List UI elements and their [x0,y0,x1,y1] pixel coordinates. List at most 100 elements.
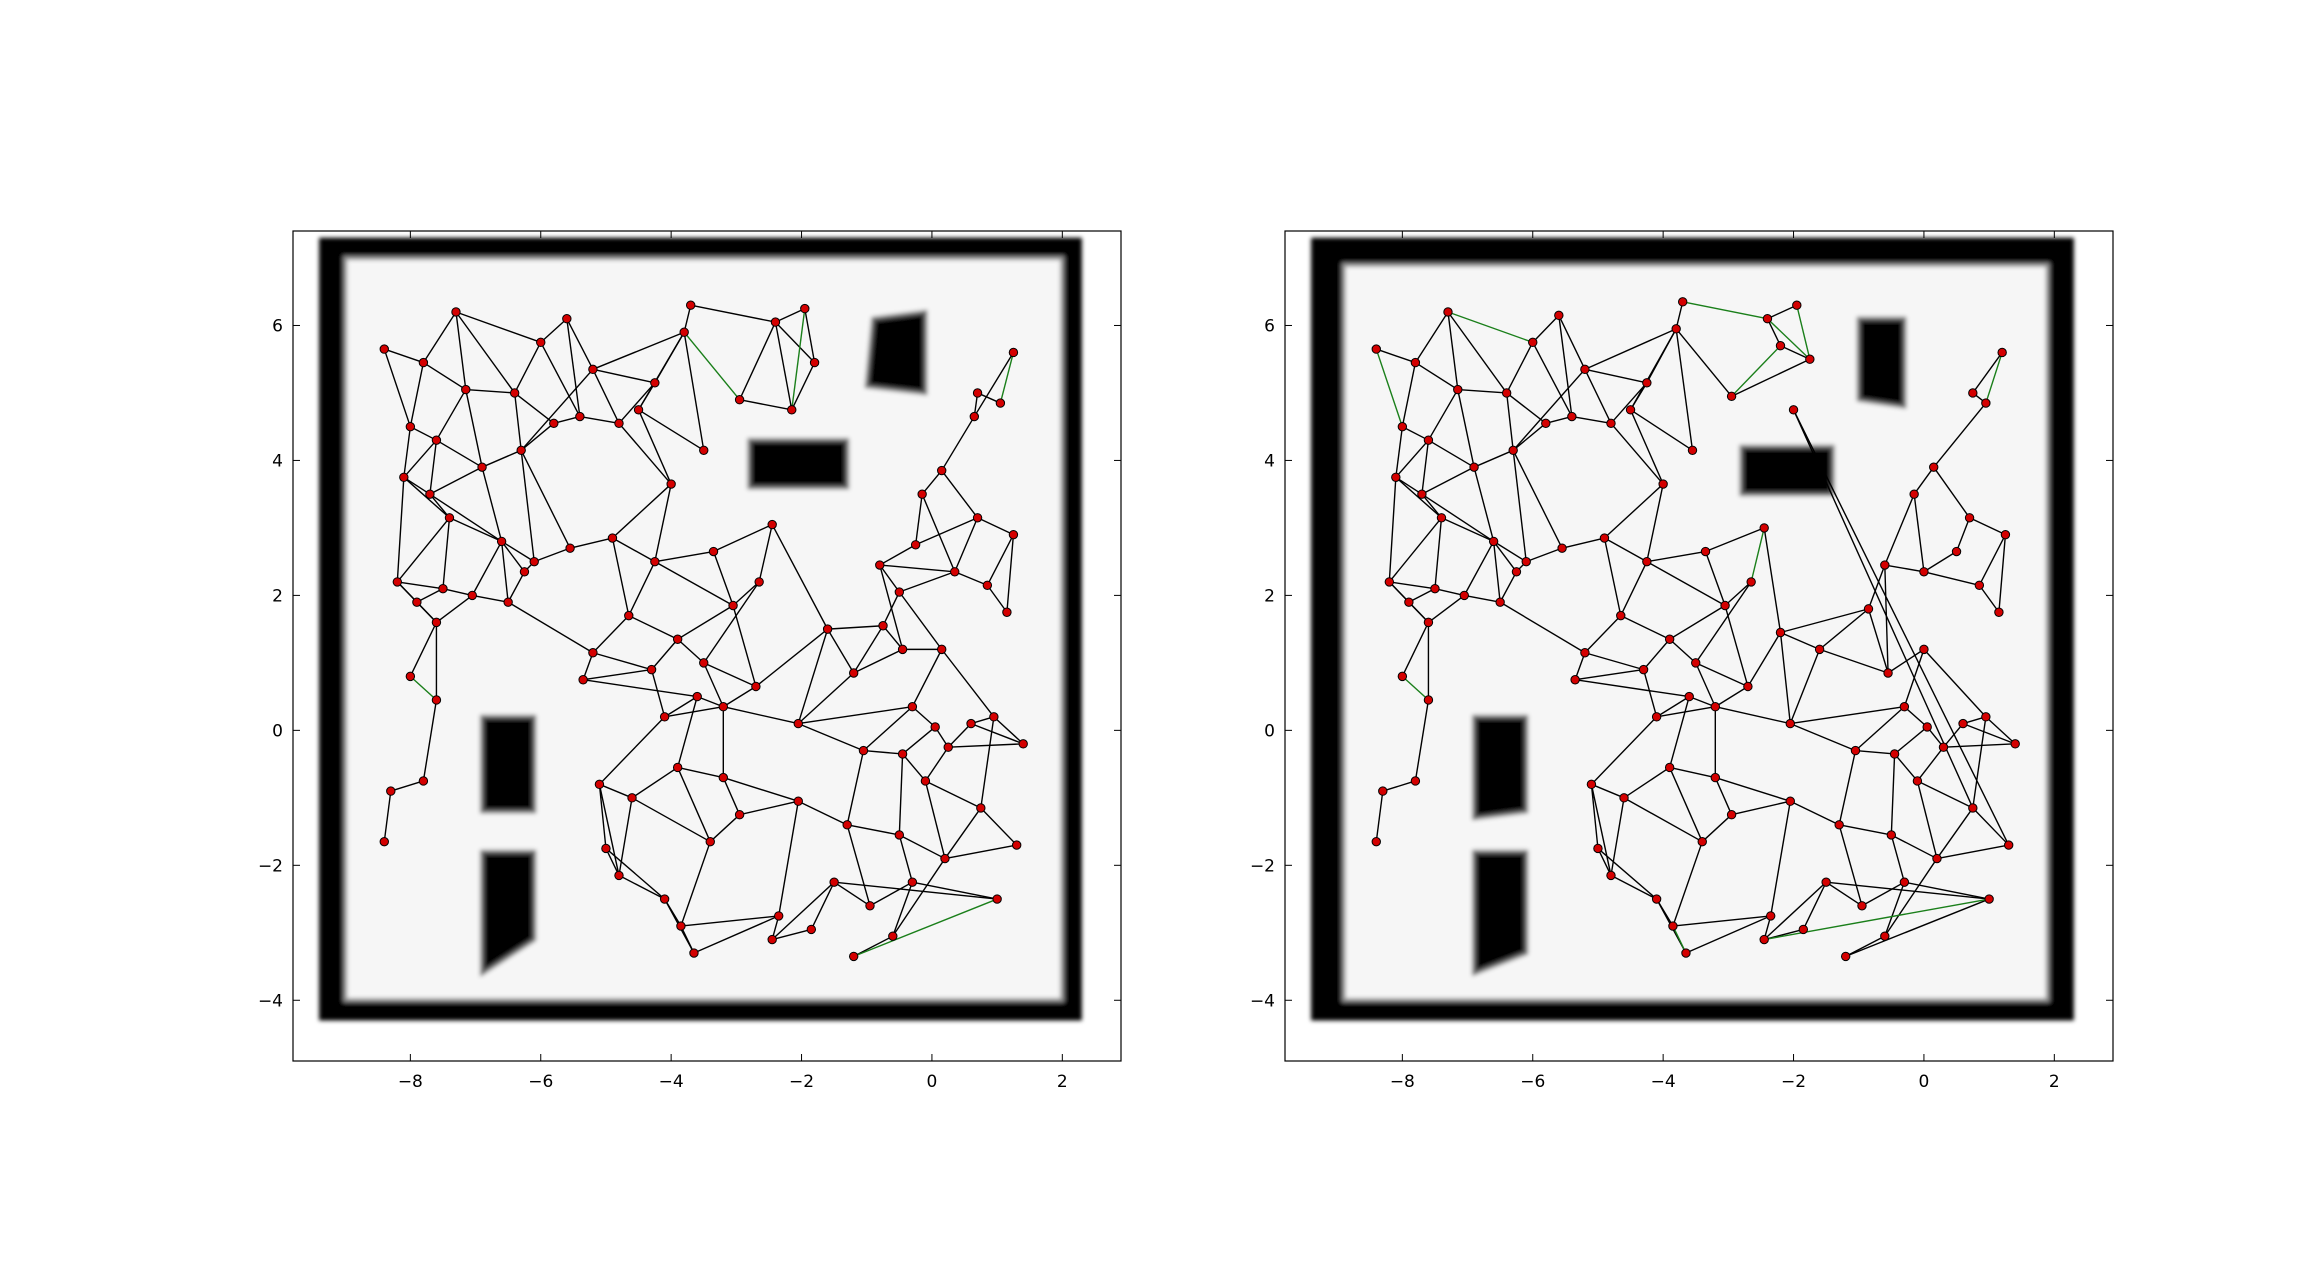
x-tick-label: 0 [1919,1072,1930,1092]
graph-edge [1903,706,1928,728]
graph-edge [1923,571,1980,586]
graph-node [774,911,784,921]
graph-node [865,901,875,911]
graph-edge [1415,361,1459,391]
graph-edge [703,662,757,688]
graph-edge [1376,348,1416,364]
graph-edge [599,783,633,799]
graph-node [1700,546,1711,557]
graph-node [451,307,461,317]
graph-node [1899,702,1910,712]
graph-node [1840,951,1851,962]
graph-edge [1620,561,1648,616]
graph-edge [775,307,806,323]
graph-node [1746,577,1756,587]
graph-edge-flagged [791,308,806,410]
graph-edge [1512,449,1563,549]
graph-edge [1643,638,1671,671]
graph-node [477,462,487,472]
graph-edge [1401,622,1430,677]
graph-edge [429,493,451,519]
graph-node [2003,840,2014,850]
graph-edge [1584,615,1622,654]
graph-edge [898,591,943,650]
graph-edge-flagged [1985,352,2003,404]
graph-edge [1401,362,1417,427]
graph-edge [1512,450,1527,562]
graph-edge [798,706,913,725]
graph-edge [436,439,483,468]
left-graph-nodes [379,300,1028,962]
graph-node [1857,901,1867,911]
graph-edge [1493,540,1527,563]
graph-node [1599,533,1610,543]
graph-edge [1923,648,1987,718]
right-occupancy-map [1311,237,2074,1021]
graph-node [1687,445,1698,456]
graph-edge [1610,422,1664,485]
graph-edge [941,470,979,519]
graph-edge [403,476,431,495]
graph-node [943,742,953,752]
graph-edge [1923,550,1957,573]
graph-edge [954,517,979,573]
graph-node [2000,529,2011,540]
x-tick-label: −4 [1651,1072,1676,1092]
graph-edge [1767,304,1798,320]
right-graph-nodes [1371,297,2020,962]
graph-edge-flagged [1672,925,1687,954]
graph-node [969,411,980,422]
graph-edge [618,382,656,424]
graph-edge [677,766,724,779]
graph-edge [690,304,776,323]
x-tick-label: −4 [659,1072,684,1092]
graph-edge [472,594,509,603]
graph-edge [1630,409,1693,451]
graph-node [806,924,817,935]
graph-edge [1685,915,1771,954]
graph-edge [677,767,711,842]
graph-edge [582,652,594,680]
graph-node [405,421,416,432]
graph-node [708,546,719,557]
graph-edge [1839,824,1892,836]
graph-edge [1575,668,1644,681]
graph-node [1410,357,1421,368]
graph-node [565,543,575,553]
graph-node [399,472,409,483]
graph-node [412,597,422,607]
graph-edge [1819,648,1889,674]
graph-node [767,934,777,945]
graph-edge [911,649,943,708]
graph-edge [583,679,698,698]
graph-edge [898,834,914,883]
graph-node [940,853,950,864]
graph-node [793,718,803,729]
right-map-obstacle-2 [1739,444,1835,497]
graph-edge [1473,467,1495,542]
graph-node [1397,671,1408,682]
graph-node [1766,911,1776,921]
graph-edge [520,368,594,451]
y-tick-label: −2 [258,856,283,876]
graph-edge [892,881,914,937]
graph-node [1964,513,1975,523]
graph-node [718,772,728,783]
graph-edge [723,706,799,725]
graph-edge [1884,881,1906,937]
graph-node [503,597,513,607]
right-plot-area [1311,237,2074,1021]
graph-node [1821,877,1831,887]
graph-edge-flagged [1682,301,1768,320]
graph-edge [638,409,705,451]
graph-edge [1584,368,1647,384]
graph-node [966,718,976,729]
graph-node [848,951,859,962]
graph-edge [1669,767,1703,842]
graph-node [734,394,745,405]
graph-node [650,378,660,388]
graph-node [1586,779,1597,790]
graph-node [1678,297,1688,307]
graph-edge [520,422,555,451]
graph-edge [948,743,1024,748]
